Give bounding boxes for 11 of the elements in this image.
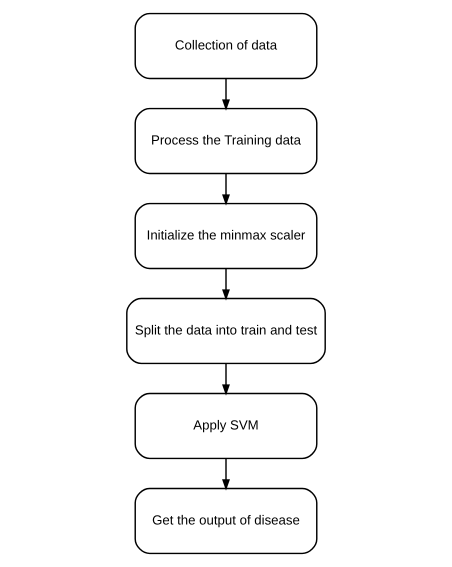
node-box: Apply SVM [134, 392, 318, 460]
arrow [222, 364, 230, 396]
node-box: Collection of data [134, 12, 318, 80]
arrow [222, 174, 230, 206]
node-box: Get the output of disease [134, 488, 318, 554]
arrow [222, 458, 230, 491]
arrow [222, 78, 230, 111]
arrow [222, 268, 230, 301]
node-box: Initialize the minmax scaler [134, 202, 318, 270]
node-box: Split the data into train and test [126, 298, 326, 364]
node-box: Process the Training data [134, 108, 318, 174]
